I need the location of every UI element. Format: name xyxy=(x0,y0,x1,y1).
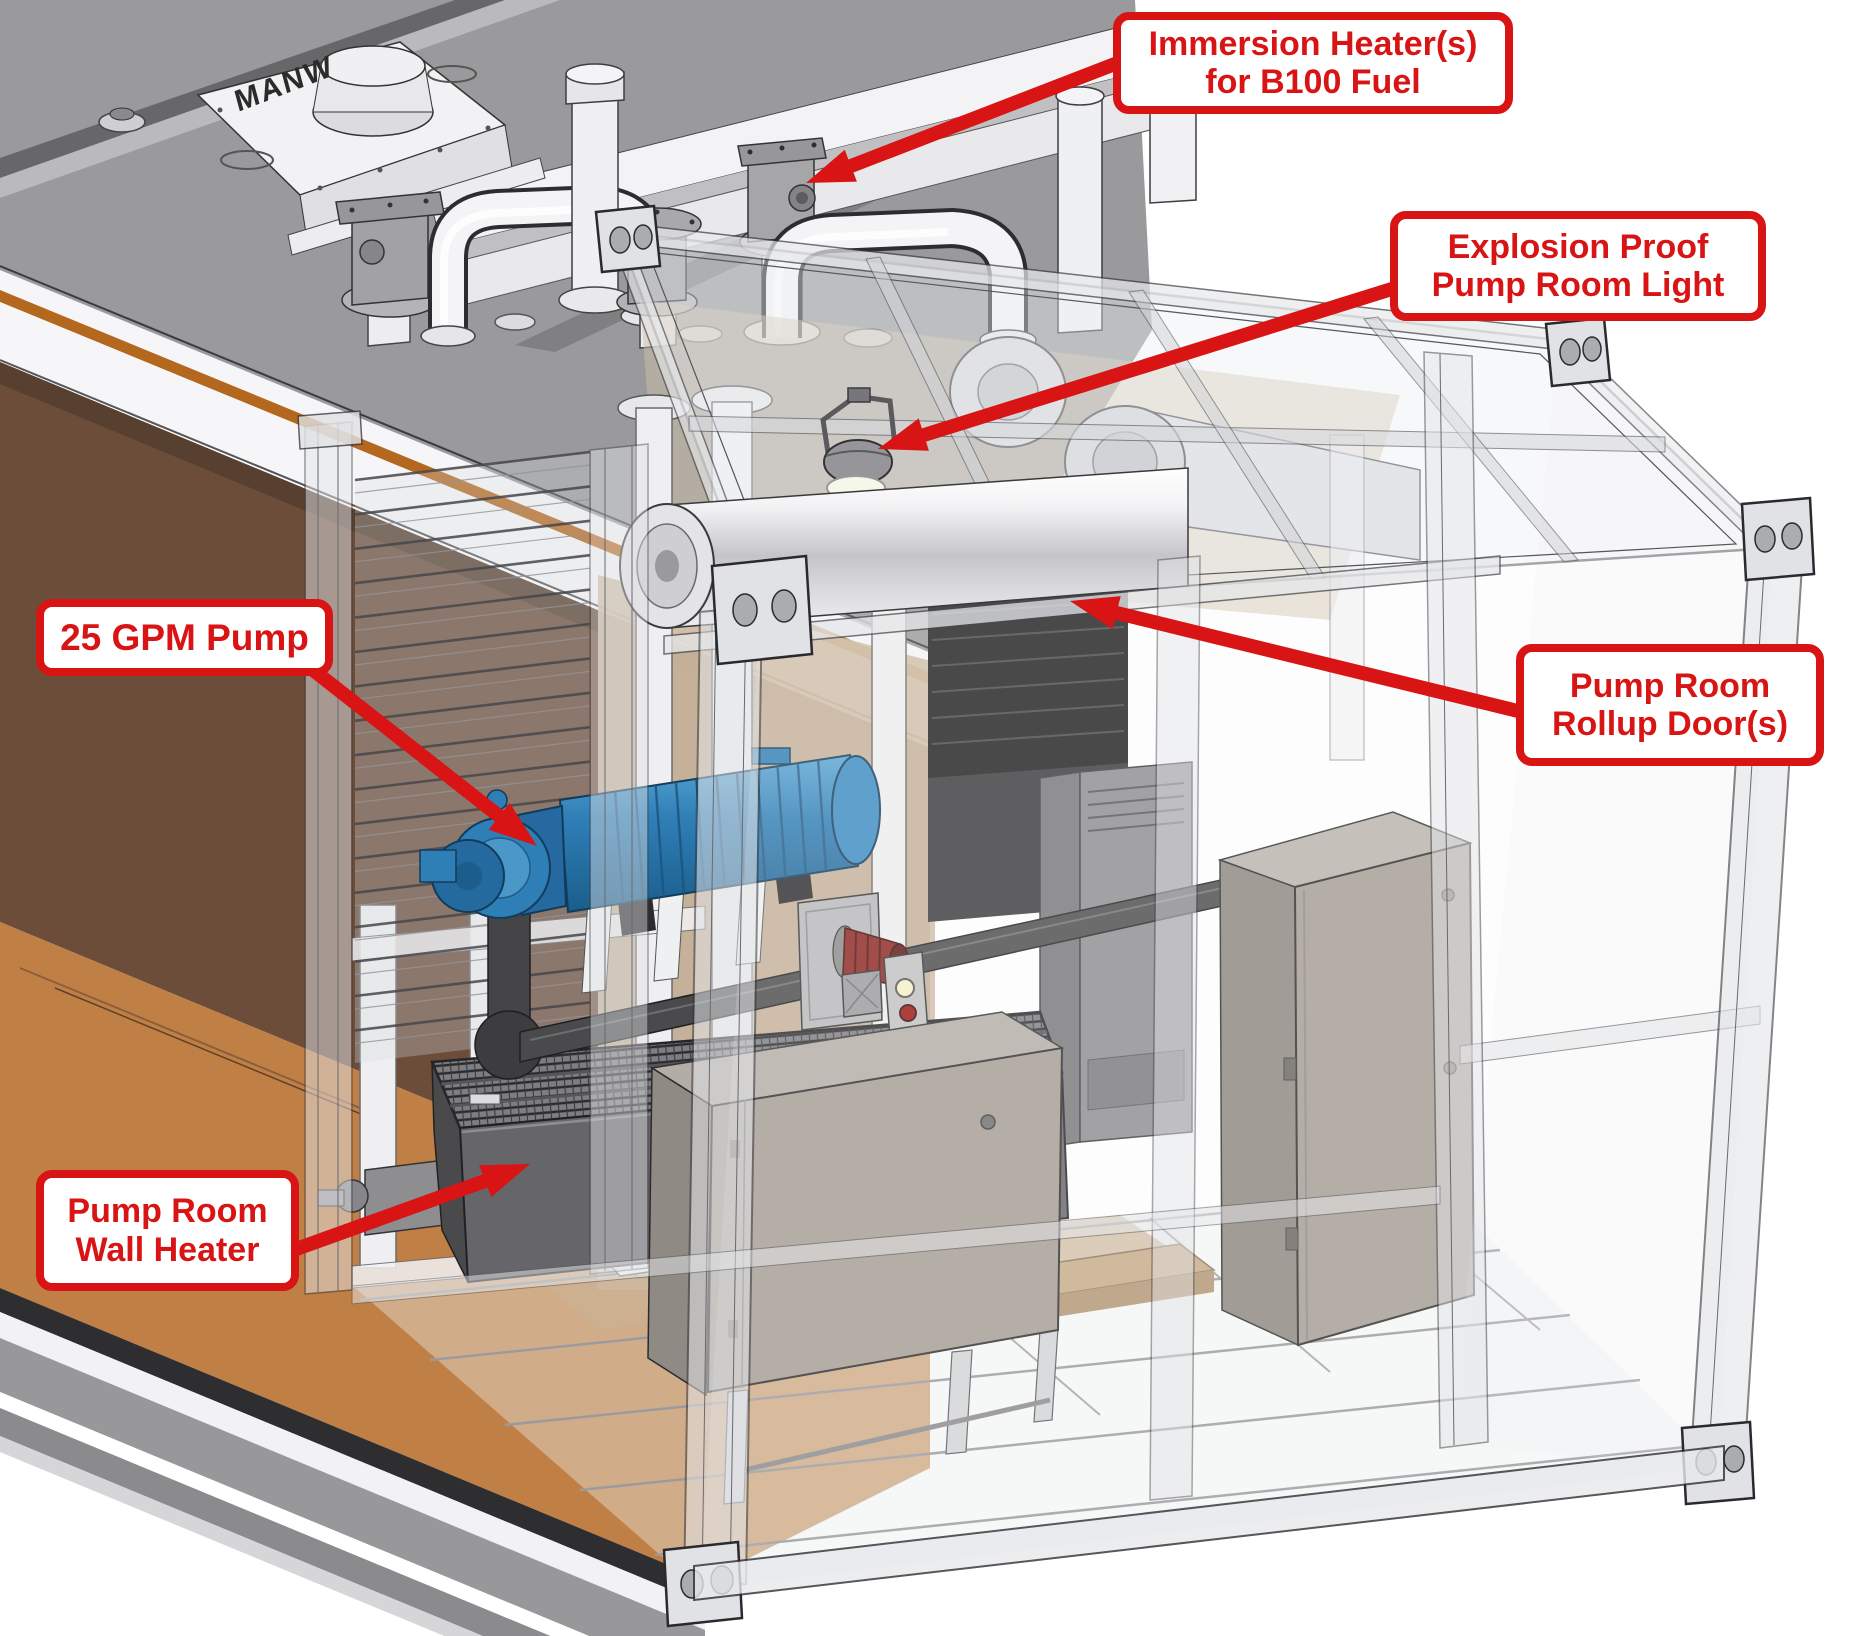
leader-arrows xyxy=(281,55,1529,1259)
pushbutton-white xyxy=(895,978,915,998)
callout-rollup-door: Pump Room Rollup Door(s) xyxy=(1516,644,1824,766)
callout-immersion-heater: Immersion Heater(s) for B100 Fuel xyxy=(1113,12,1513,114)
callout-immersion-heater-line1: Immersion Heater(s) xyxy=(1148,24,1478,63)
back-right-post xyxy=(1423,351,1489,1449)
tank-base-rails xyxy=(0,1288,705,1636)
arrow-pump-room-light xyxy=(878,280,1405,451)
pump-room-light-fixture xyxy=(820,387,898,501)
callout-immersion-heater-line2: for B100 Fuel xyxy=(1205,63,1421,101)
callout-wall-heater: Pump Room Wall Heater xyxy=(36,1170,299,1291)
arrow-immersion-heater xyxy=(806,55,1127,183)
callout-pump-room-light: Explosion Proof Pump Room Light xyxy=(1390,211,1766,321)
vent-cap xyxy=(98,107,146,133)
left-mid-track xyxy=(589,443,649,1275)
left-back-track xyxy=(304,421,353,1295)
callout-pump: 25 GPM Pump xyxy=(36,599,333,676)
callout-pump-line1: 25 GPM Pump xyxy=(60,616,309,658)
front-bottom-rail xyxy=(693,1444,1725,1602)
left-wall-louvers xyxy=(354,450,591,1063)
callout-rollup-door-line1: Pump Room xyxy=(1569,666,1771,705)
right-electrical-cabinet xyxy=(1217,811,1476,1347)
callout-rollup-door-line2: Rollup Door(s) xyxy=(1551,705,1789,743)
arrow-rollup-door xyxy=(1070,596,1529,719)
callout-pump-room-light-line2: Pump Room Light xyxy=(1431,266,1725,304)
front-right-track xyxy=(1149,555,1201,1501)
tank-fitting-left xyxy=(335,191,445,347)
callout-wall-heater-line1: Pump Room xyxy=(67,1192,268,1231)
callout-pump-room-light-line1: Explosion Proof xyxy=(1447,227,1709,266)
arrow-wall-heater xyxy=(281,1164,530,1259)
pushbutton-red xyxy=(899,1004,917,1022)
arrow-pump xyxy=(301,659,537,846)
callout-wall-heater-line2: Wall Heater xyxy=(75,1230,260,1269)
